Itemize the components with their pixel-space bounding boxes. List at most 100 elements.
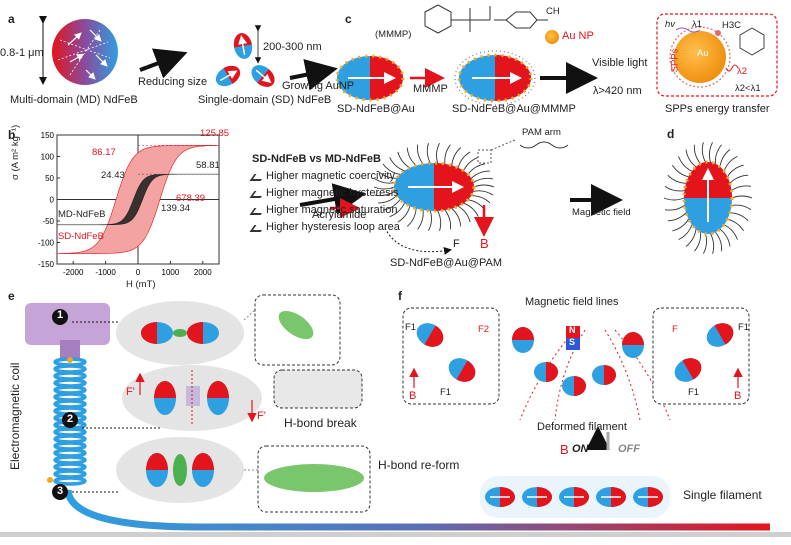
annot-139: 139.34	[161, 203, 191, 214]
lambda1-label: λ1	[692, 19, 703, 30]
f-prime-left: F'	[126, 386, 135, 398]
md-ndfeb-label: Multi-domain (MD) NdFeB	[10, 94, 138, 106]
n-pole: N	[569, 325, 576, 335]
f1-left: F1	[405, 322, 417, 333]
filament-particle	[559, 487, 589, 507]
sd-ndfeb-label: Single-domain (SD) NdFeB	[198, 94, 332, 106]
annot-678: 678.39	[176, 193, 206, 204]
deformed-filament	[512, 327, 644, 396]
sd-ndfeb-legend: SD-NdFeB	[58, 231, 104, 242]
annot-125: 125.85	[200, 128, 230, 139]
x-tick-label: -2000	[63, 268, 84, 277]
md-ndfeb-legend: MD-NdFeB	[58, 209, 106, 220]
step-1: 1	[57, 309, 64, 321]
advantage-item: Higher hysteresis loop area	[252, 219, 400, 236]
filament-particle	[633, 487, 663, 507]
spps-transfer-label: SPPs energy transfer	[665, 103, 770, 115]
mmmp-abbrev: (MMMP)	[375, 29, 412, 40]
y-tick-label: 150	[41, 131, 55, 140]
hbond-break-label: H-bond break	[284, 416, 357, 430]
pam-particle-label: SD-NdFeB@Au@PAM	[390, 257, 502, 269]
y-tick-label: 50	[45, 174, 54, 183]
x-tick-label: 2000	[194, 268, 212, 277]
advantage-item: Higher magnetic coercivity	[252, 168, 400, 185]
sd-au-mmmp-label: SD-NdFeB@Au@MMMP	[452, 103, 576, 115]
b-on-label: ON	[572, 443, 589, 455]
au-np-icon	[545, 30, 559, 44]
y-tick-label: -100	[38, 239, 55, 248]
chart-xlabel: H (mT)	[126, 279, 156, 290]
pam-b-label: B	[480, 236, 489, 251]
reducing-size-label: Reducing size	[138, 76, 208, 88]
cluster-2	[122, 365, 262, 431]
lambda-relation: λ2<λ1	[735, 83, 761, 94]
md-size-label: 0.8-1 μm	[0, 47, 44, 59]
single-filament	[485, 487, 663, 507]
sd-au-label: SD-NdFeB@Au	[337, 103, 415, 115]
lambda2-label: λ2	[737, 66, 748, 77]
step-3: 3	[57, 485, 64, 497]
deformed-filament-label: Deformed filament	[537, 421, 627, 433]
spps-box	[656, 13, 778, 97]
y-tick-label: -150	[38, 260, 55, 269]
magnetic-field-label: Magnetic field	[572, 207, 631, 218]
sd-size-label: 200-300 nm	[263, 41, 322, 53]
au-np-label: Au NP	[562, 30, 594, 42]
wavelength-label: λ>420 nm	[593, 85, 642, 97]
visible-light-label: Visible light	[592, 57, 648, 69]
au-e-label: Au	[697, 48, 709, 59]
panel-d-label: d	[667, 127, 675, 141]
step-2: 2	[67, 413, 74, 425]
h3c-label: H3C	[722, 20, 742, 31]
b-right: B	[734, 390, 742, 402]
cluster-1	[116, 301, 244, 365]
sd-ndfeb-au-mmmp	[454, 50, 536, 106]
pam-arm-label: PAM arm	[522, 127, 561, 138]
spps-inner-label: SPPs	[669, 48, 681, 73]
hbond-reform-label: H-bond re-form	[378, 458, 460, 472]
f2-left: F2	[478, 324, 490, 335]
pam-f-label: F	[453, 238, 460, 250]
coil-label: Electromagnetic coil	[8, 362, 22, 470]
panel-a-label: a	[8, 12, 15, 26]
s-pole: S	[569, 337, 576, 347]
growing-aunp-label: Growing AuNP	[282, 80, 355, 92]
electromagnetic-coil	[0, 303, 791, 537]
f1-right: F1	[738, 322, 750, 333]
md-ndfeb-sphere	[52, 19, 118, 85]
f-prime-right: F'	[257, 410, 266, 422]
mmmp-molecule	[424, 4, 548, 34]
au-nanoparticle	[674, 31, 726, 83]
annot-24: 24.43	[101, 170, 125, 181]
field-lines-label: Magnetic field lines	[525, 296, 619, 308]
f1-left-bottom: F1	[440, 387, 452, 398]
panel-f-label: f	[398, 289, 402, 303]
sd-ndfeb-particles	[215, 33, 275, 87]
cluster-3	[116, 437, 244, 503]
annot-86: 86.17	[92, 147, 116, 158]
sd-ndfeb-au	[335, 54, 405, 102]
advantage-item: Higher magnetic saturation	[252, 202, 400, 219]
ch3-label: CH	[546, 6, 560, 17]
vs-title: SD-NdFeB vs MD-NdFeB	[252, 153, 381, 165]
loop-1	[57, 173, 219, 226]
y-tick-label: 100	[41, 153, 55, 162]
x-tick-label: -1000	[95, 268, 116, 277]
single-filament-label: Single filament	[683, 488, 762, 502]
hv-label: hv	[665, 19, 676, 30]
y-tick-label: -50	[42, 217, 54, 226]
mmmp-arrow-label: MMMP	[413, 83, 448, 95]
advantage-item: Higher magnetic hysteresis	[252, 185, 400, 202]
filament-particle	[596, 487, 626, 507]
panel-c-label: c	[345, 12, 352, 26]
panel-e-label: e	[8, 289, 15, 303]
x-tick-label: 1000	[162, 268, 180, 277]
x-tick-label: 0	[136, 268, 141, 277]
magnet-north	[566, 326, 580, 338]
acrylamide-label: Acrylamide	[312, 209, 367, 221]
chart-ylabel: σ (A m² kg⁻¹)	[10, 124, 21, 180]
filament-particle	[485, 487, 515, 507]
b-off-label: OFF	[618, 443, 640, 455]
b-left: B	[409, 390, 417, 402]
